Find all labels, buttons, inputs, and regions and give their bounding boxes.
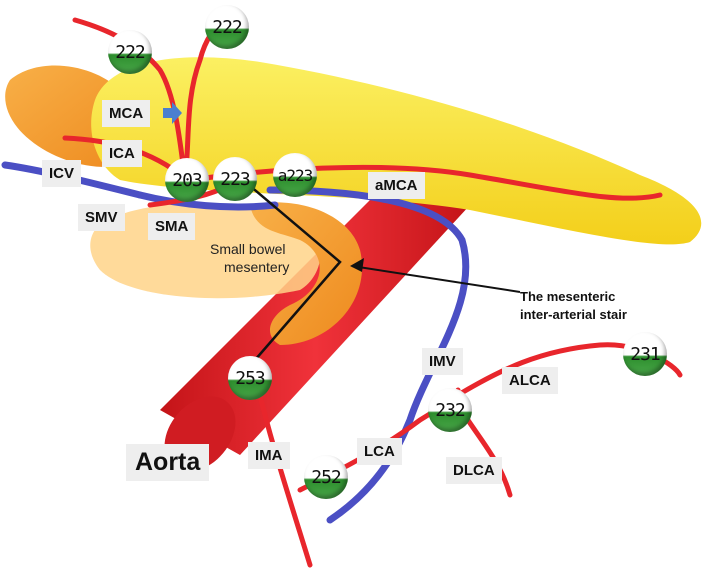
stair-line1: The mesenteric (520, 289, 616, 304)
label-mca: MCA (102, 100, 151, 127)
smv-vein (136, 191, 279, 211)
node-232: 232 (428, 388, 472, 432)
label-alca: ALCA (502, 367, 558, 394)
node-a223: a223 (273, 153, 317, 197)
small-bowel-line2: mesentery (224, 259, 290, 275)
stair-arrowhead (350, 258, 364, 272)
stair-annotation: The mesenteric inter-arterial stair (520, 288, 627, 324)
node-252: 252 (304, 455, 348, 499)
node-222-right: 222 (205, 5, 249, 49)
label-ima: IMA (248, 442, 290, 469)
node-223: 223 (213, 157, 257, 201)
label-smv: SMV (78, 204, 125, 231)
stair-line (242, 179, 342, 361)
label-dlca: DLCA (446, 457, 502, 484)
label-ica: ICA (102, 140, 142, 167)
label-aorta: Aorta (126, 444, 210, 481)
transverse-colon (91, 57, 702, 245)
amca-artery (187, 164, 663, 201)
node-253: 253 (228, 356, 272, 400)
label-amca: aMCA (368, 172, 425, 199)
mca-arrow (163, 102, 182, 124)
label-imv: IMV (422, 348, 463, 375)
label-icv: ICV (42, 160, 82, 187)
node-222-left: 222 (108, 30, 152, 74)
small-bowel-mesentery (90, 203, 321, 299)
mca-branch (72, 17, 188, 183)
small-bowel-mesentery-label: Small bowel mesentery (210, 240, 289, 276)
bowel-loop (250, 202, 363, 345)
stair-line2: inter-arterial stair (520, 307, 627, 322)
ima-artery (252, 372, 313, 568)
label-sma: SMA (148, 213, 196, 240)
node-231: 231 (623, 332, 667, 376)
stair-arrow-line (351, 265, 521, 293)
label-lca: LCA (357, 438, 402, 465)
node-203: 203 (165, 158, 209, 202)
small-bowel-line1: Small bowel (210, 241, 286, 257)
